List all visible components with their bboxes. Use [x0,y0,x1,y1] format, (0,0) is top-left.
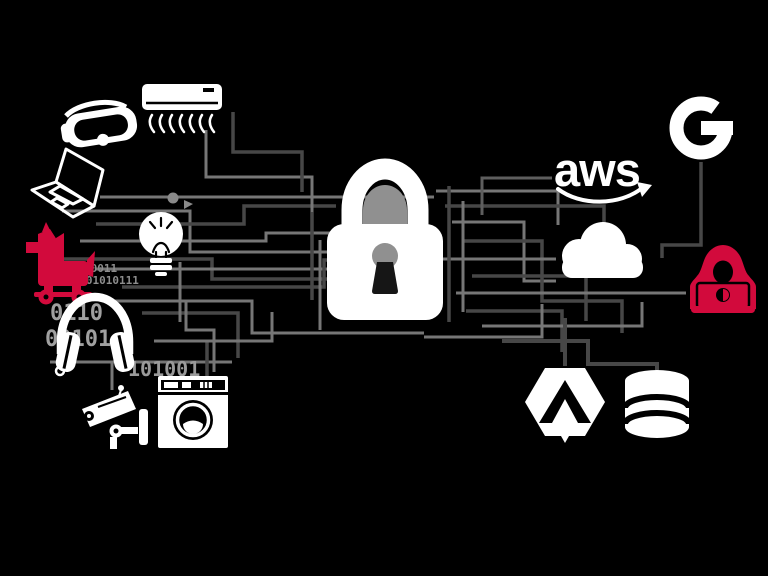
aws-logo: aws [554,143,652,204]
cloud-icon [562,222,643,278]
light-bulb-icon [139,212,183,276]
vr-headset-icon [60,99,138,148]
hacker-icon [690,245,756,313]
database-icon [622,370,692,438]
headphones-icon [54,292,135,377]
google-drive-hexagon-icon [525,368,605,443]
washing-machine-icon [158,376,228,448]
padlock-icon [327,158,443,320]
air-conditioner-icon [142,84,222,134]
aws-text: aws [554,143,640,196]
bulb-spark-lines [148,216,174,259]
cctv-camera-icon [82,385,148,449]
google-logo: G [669,83,757,160]
aws-smile-arrow [556,186,644,204]
trace-node-dot [167,192,193,209]
airflow-lines [148,113,216,134]
trojan-horse-icon [26,222,95,305]
laptop-icon [30,147,105,219]
padlock-shackle-inner [363,185,407,224]
